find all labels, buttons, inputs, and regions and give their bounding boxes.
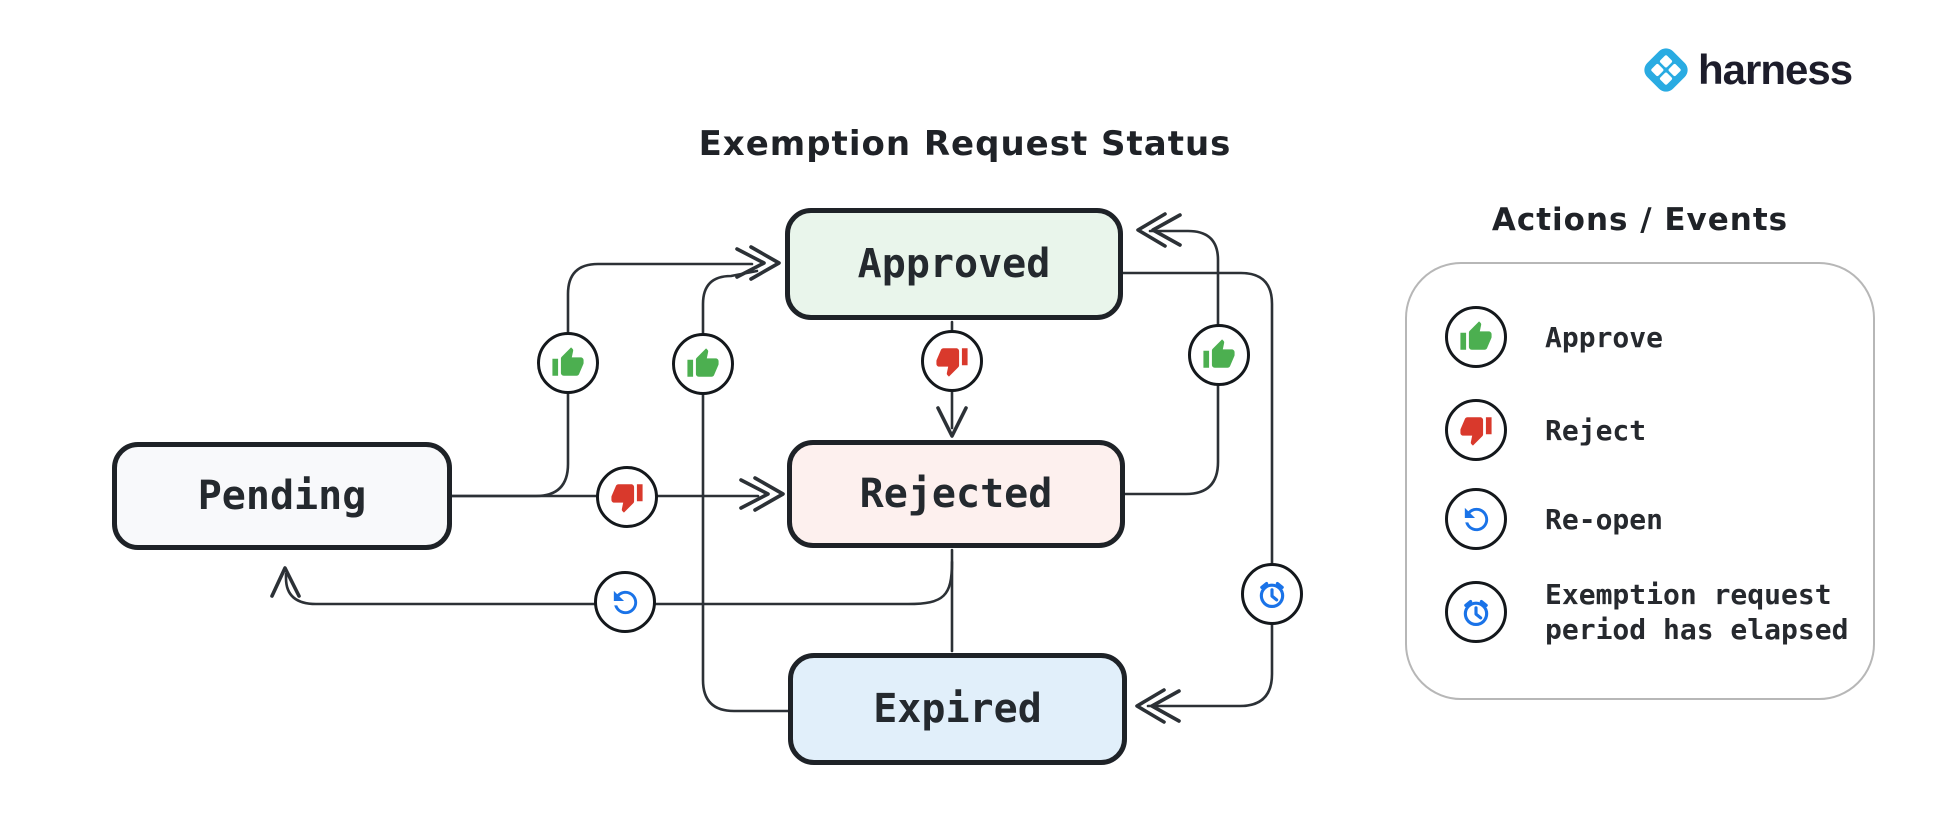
- legend-label-reject: Reject: [1545, 413, 1647, 447]
- legend-label-elapsed: Exemption request period has elapsed: [1545, 578, 1849, 646]
- legend-item-reject: Reject: [1445, 399, 1875, 461]
- state-approved: Approved: [785, 208, 1123, 320]
- legend-label-approve: Approve: [1545, 320, 1664, 354]
- alarm-icon: [1241, 563, 1303, 625]
- state-pending: Pending: [112, 442, 452, 550]
- brand-logo: harness: [1640, 44, 1853, 96]
- reject-icon: [596, 466, 658, 528]
- reopen-icon: [1445, 488, 1507, 550]
- legend-label-reopen: Re-open: [1545, 502, 1664, 536]
- legend-item-reopen: Re-open: [1445, 488, 1875, 550]
- legend-item-elapsed: Exemption request period has elapsed: [1445, 578, 1875, 646]
- alarm-icon: [1445, 581, 1507, 643]
- state-expired-label: Expired: [873, 686, 1042, 732]
- thumb-down-icon: [1445, 399, 1507, 461]
- legend-item-approve: Approve: [1445, 306, 1875, 368]
- state-expired: Expired: [788, 653, 1127, 765]
- brand-wordmark: harness: [1698, 46, 1853, 93]
- harness-logo-icon: [1644, 48, 1688, 92]
- legend-title: Actions / Events: [1491, 202, 1789, 238]
- approve-icon: [672, 333, 734, 395]
- approve-icon: [1188, 324, 1250, 386]
- state-rejected-label: Rejected: [859, 471, 1053, 517]
- approve-icon: [537, 332, 599, 394]
- state-pending-label: Pending: [197, 473, 367, 519]
- state-rejected: Rejected: [787, 440, 1125, 548]
- reopen-icon: [594, 571, 656, 633]
- thumb-up-icon: [1445, 306, 1507, 368]
- reject-icon: [921, 330, 983, 392]
- diagram-title: Exemption Request Status: [698, 124, 1232, 164]
- state-approved-label: Approved: [857, 241, 1051, 287]
